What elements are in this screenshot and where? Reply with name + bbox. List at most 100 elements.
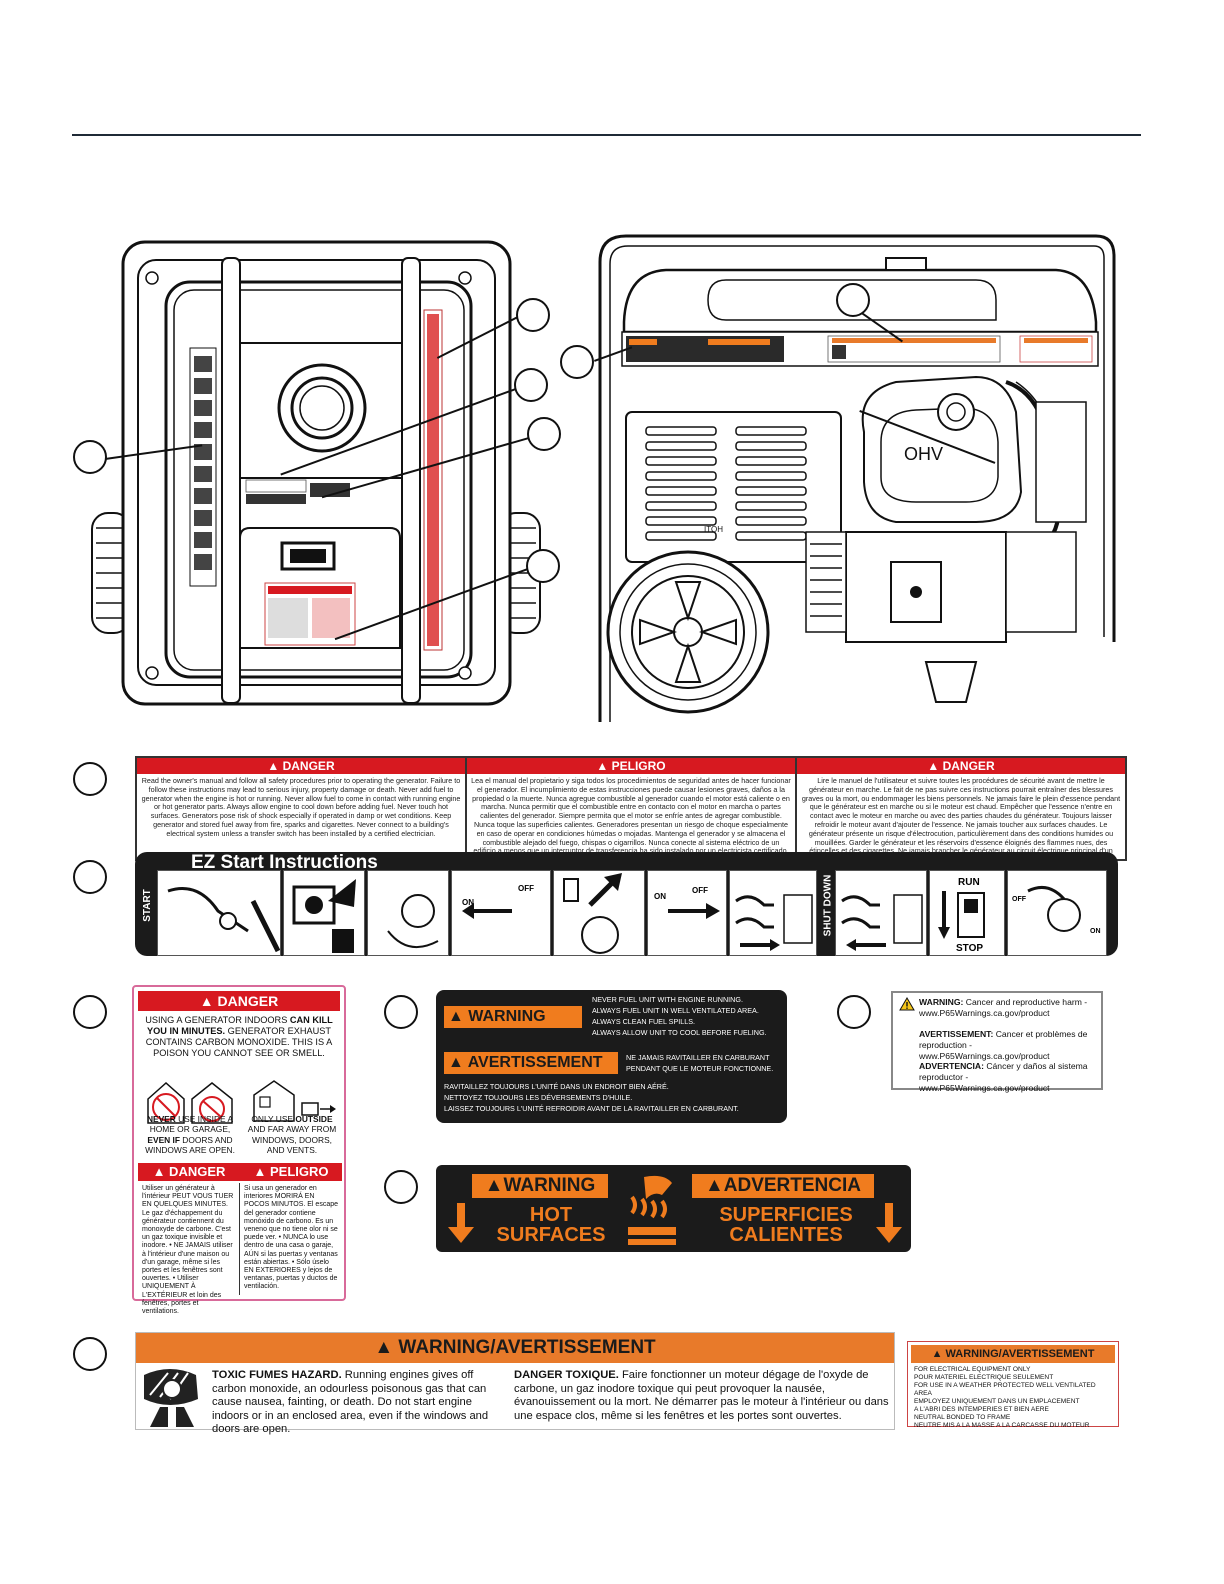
shutdown-label: SHUT DOWN	[822, 874, 834, 937]
ez-start-decal: EZ Start Instructions START SHUT DOWN ON…	[135, 852, 1118, 956]
warning-header: ▲ WARNING/AVERTISSEMENT	[136, 1333, 894, 1363]
choke-label: ITOH	[704, 525, 723, 534]
calientes-text: CALIENTES	[729, 1224, 843, 1246]
callout-circle	[73, 1337, 107, 1371]
callout-circle	[73, 440, 107, 474]
down-arrow-icon	[448, 1203, 474, 1243]
callout-circle	[384, 995, 418, 1029]
toxic-fumes-warning-decal: ▲ WARNING/AVERTISSEMENT TOXIC FUMES HAZA…	[135, 1332, 895, 1435]
hot-surfaces-decal: ▲WARNING HOT SURFACES ▲ADVERTENCIA SUPER…	[436, 1165, 911, 1252]
never-indoors-text: NEVER USE INSIDE A HOME OR GARAGE, EVEN …	[142, 1114, 238, 1156]
fuel-rule: PENDANT QUE LE MOTEUR FONCTIONNE.	[626, 1064, 774, 1073]
surfaces-text: SURFACES	[496, 1224, 606, 1246]
hot-text: HOT	[529, 1204, 573, 1226]
danger-text: Lea el manual del propietario y siga tod…	[471, 776, 791, 856]
carbon-monoxide-danger-decal: ▲ DANGER USING A GENERATOR INDOORS CAN K…	[132, 985, 346, 1315]
outdoors-only-text: ONLY USE OUTSIDE AND FAR AWAY FROM WINDO…	[244, 1114, 340, 1156]
co-main-text: USING A GENERATOR INDOORS CAN KILL YOU I…	[134, 1011, 344, 1063]
generator-front-view	[91, 240, 541, 706]
fuel-rule: ALWAYS FUEL UNIT IN WELL VENTILATED AREA…	[592, 1006, 759, 1015]
danger-header: ▲ DANGER	[797, 758, 1125, 774]
p65-label: WARNING:	[919, 997, 964, 1007]
co-pictograms	[147, 1080, 336, 1124]
callout-circle	[384, 1170, 418, 1204]
callout-circle	[560, 345, 594, 379]
electrical-line: A L'ABRI DES INTEMPERIES ET BIEN AERE	[914, 1406, 1049, 1413]
callout-circle	[526, 549, 560, 583]
co-text: AND FAR AWAY FROM WINDOWS, DOORS, AND VE…	[247, 1124, 337, 1156]
toxic-fumes-icon	[144, 1369, 198, 1427]
off-label: OFF	[1012, 896, 1027, 903]
p65-label: AVERTISSEMENT:	[919, 1029, 994, 1039]
callout-circle	[527, 417, 561, 451]
p65-french: AVERTISSEMENT: Cancer et problèmes de re…	[919, 1029, 1099, 1062]
fumes-body: Faire fonctionner un moteur dégage de l'…	[514, 1369, 889, 1422]
fuel-rule: NEVER FUEL UNIT WITH ENGINE RUNNING.	[592, 995, 743, 1004]
p65-label: ADVERTENCIA:	[919, 1061, 984, 1071]
callout-circle	[837, 995, 871, 1029]
p65-text: Cancer et problèmes de reproduction - ww…	[919, 1029, 1088, 1061]
fuel-warning-decal: ▲ WARNING NEVER FUEL UNIT WITH ENGINE RU…	[436, 990, 787, 1123]
step-panel	[835, 870, 927, 956]
electrical-line: FOR ELECTRICAL EQUIPMENT ONLY	[914, 1366, 1031, 1373]
co-text: DOORS AND WINDOWS ARE OPEN.	[145, 1134, 235, 1156]
step-panel	[157, 870, 281, 956]
step-panel	[729, 870, 817, 956]
co-text: USE INSIDE A HOME OR GARAGE,	[149, 1114, 234, 1135]
electrical-warning-decal: ▲ WARNING/AVERTISSEMENT FOR ELECTRICAL E…	[907, 1341, 1119, 1429]
fumes-title: TOXIC FUMES HAZARD.	[212, 1369, 342, 1381]
callout-circle	[73, 995, 107, 1029]
ez-start-title: EZ Start Instructions	[191, 852, 378, 873]
p65-spanish: ADVERTENCIA: Cáncer y daños al sistema r…	[919, 1061, 1099, 1094]
warning-triangle-icon	[899, 997, 915, 1011]
stop-label: STOP	[956, 943, 983, 954]
on-label: ON	[654, 892, 666, 901]
fumes-title: DANGER TOXIQUE.	[514, 1369, 619, 1381]
co-text-bold: EVEN IF	[147, 1134, 180, 1145]
danger-header: ▲ DANGER	[137, 758, 465, 774]
co-text: USING A GENERATOR INDOORS	[145, 1015, 290, 1025]
danger-decal-strip: ▲ DANGER Read the owner's manual and fol…	[135, 756, 1127, 864]
avertissement-header: ▲ AVERTISSEMENT	[444, 1052, 618, 1074]
co-text-bold: CAN KILL YOU IN MINUTES.	[147, 1015, 333, 1036]
fuel-rule: RAVITAILLEZ TOUJOURS L'UNITÉ DANS UN END…	[444, 1082, 669, 1091]
co-text-bold: NEVER	[146, 1114, 176, 1124]
danger-header: ▲ DANGER	[138, 991, 340, 1011]
warning-header: ▲ WARNING/AVERTISSEMENT	[911, 1345, 1115, 1363]
fuel-rule: ALWAYS CLEAN FUEL SPILLS.	[592, 1017, 696, 1026]
fuel-rule: NETTOYEZ TOUJOURS LES DÉVERSEMENTS D'HUI…	[444, 1093, 633, 1102]
danger-column-spanish: ▲ PELIGRO Lea el manual del propietario …	[467, 758, 797, 859]
step-panel	[367, 870, 449, 956]
advertencia-header: ▲ADVERTENCIA	[692, 1174, 874, 1198]
fuel-rule: NE JAMAIS RAVITAILLER EN CARBURANT	[626, 1053, 770, 1062]
step-panel	[283, 870, 365, 956]
co-text: ONLY USE	[251, 1114, 296, 1124]
warning-header: ▲ WARNING	[444, 1006, 582, 1028]
callout-circle	[514, 368, 548, 402]
danger-column-english: ▲ DANGER Read the owner's manual and fol…	[137, 758, 467, 859]
co-french-text: Utiliser un générateur à l'intérieur PEU…	[142, 1185, 234, 1316]
p65-text: Cáncer y daños al sistema reproductor - …	[919, 1061, 1088, 1093]
danger-column-french: ▲ DANGER Lire le manuel de l'utilisateur…	[797, 758, 1125, 864]
p65-text: Cancer and reproductive harm - www.P65Wa…	[919, 997, 1088, 1018]
callout-circle	[73, 860, 107, 894]
electrical-line: POUR MATERIEL ELECTRIQUE SEULEMENT	[914, 1374, 1054, 1381]
co-text: GENERATOR EXHAUST CONTAINS CARBON MONOXI…	[145, 1026, 333, 1058]
danger-text: Read the owner's manual and follow all s…	[141, 776, 461, 838]
superficies-text: SUPERFICIES	[719, 1204, 853, 1226]
electrical-line: NEUTRE MIS A LA MASSE A LA CARCASSE DU M…	[914, 1422, 1090, 1429]
co-text-bold: OUTSIDE	[295, 1114, 333, 1124]
danger-header: ▲ PELIGRO	[467, 758, 795, 774]
fuel-rule: LAISSEZ TOUJOURS L'UNITÉ REFROIDIR AVANT…	[444, 1104, 739, 1113]
electrical-line: NEUTRAL BONDED TO FRAME	[914, 1414, 1011, 1421]
down-arrow-icon	[876, 1203, 902, 1243]
fuel-rule: ALWAYS ALLOW UNIT TO COOL BEFORE FUELING…	[592, 1028, 767, 1037]
prop65-warning-decal: WARNING: Cancer and reproductive harm - …	[891, 991, 1103, 1093]
callout-circle	[73, 762, 107, 796]
callout-circle	[836, 283, 870, 317]
generator-side-view: ITOH OHV	[598, 234, 1116, 722]
electrical-line: EMPLOYEZ UNIQUEMENT DANS UN EMPLACEMENT	[914, 1398, 1080, 1405]
